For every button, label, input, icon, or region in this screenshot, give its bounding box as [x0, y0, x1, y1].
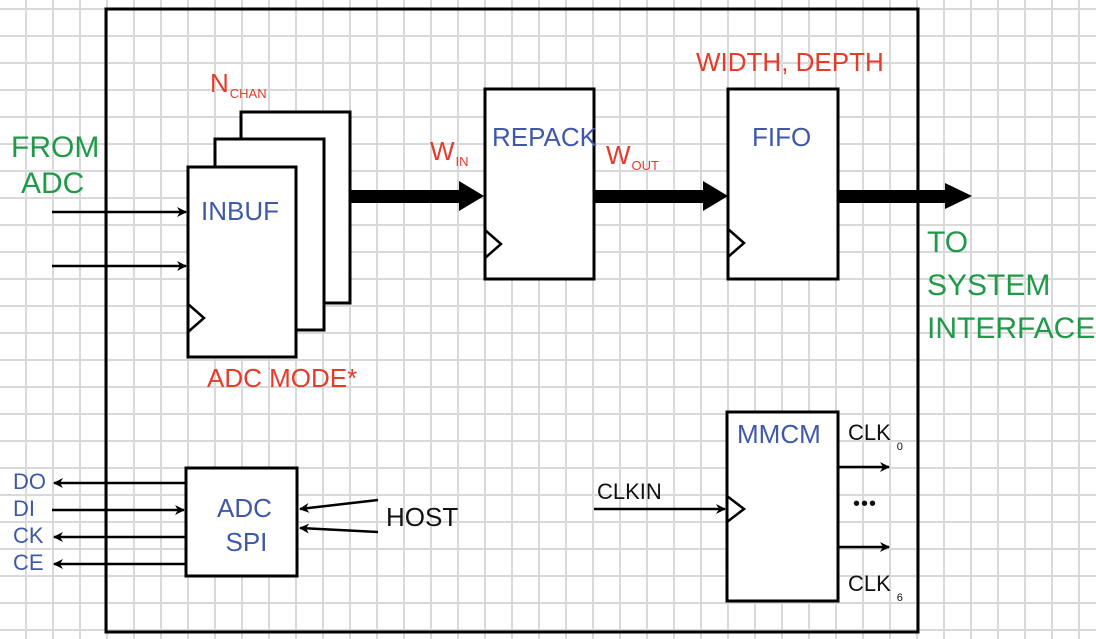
adc-mode-label: ADC MODE* [207, 363, 358, 393]
bus-fifo-to-system [838, 190, 948, 203]
inbuf-clock-input-icon [187, 303, 206, 333]
host-wire-2 [299, 523, 379, 534]
fifo-block[interactable] [726, 87, 840, 281]
clk0-sub: 0 [896, 441, 903, 453]
clk6-main: CLK [848, 571, 891, 596]
adc-spi-line-2: SPI [225, 527, 268, 557]
inbuf-block[interactable] [186, 165, 298, 359]
to-system-line-3: INTERFACE [927, 312, 1096, 345]
pin-do-label: DO [13, 469, 46, 494]
adc-spi-line-1: ADC [217, 493, 272, 523]
from-adc-label: FROM ADC [11, 133, 99, 199]
system-boundary [104, 7, 920, 634]
host-wire-1 [299, 498, 379, 513]
adc-spi-label: ADC SPI [217, 491, 272, 559]
win-param-label: WIN [430, 138, 469, 168]
win-param-main: W [430, 136, 455, 166]
to-system-line-1: TO [927, 226, 969, 259]
fifo-clock-input-icon [727, 228, 746, 258]
clk6-label: CLK 6 [848, 573, 903, 604]
from-adc-line-1: FROM [11, 131, 100, 164]
bus-arrowhead-icon [459, 181, 484, 211]
mmcm-clock-input-icon [726, 495, 747, 523]
mmcm-label: MMCM [737, 419, 821, 449]
nchan-param-main: N [210, 68, 229, 98]
to-system-interface-label: TO SYSTEM INTERFACE [927, 221, 1095, 350]
mmcm-block[interactable] [725, 410, 840, 603]
bus-arrowhead-icon [703, 181, 728, 211]
bus-repack-to-fifo [594, 190, 706, 203]
clk0-main: CLK [848, 420, 891, 445]
adc-spi-block[interactable] [184, 466, 299, 578]
bus-inbuf-to-repack [350, 190, 462, 203]
inbuf-label: INBUF [201, 196, 279, 226]
nchan-param-label: NCHAN [210, 70, 267, 100]
wout-param-label: WOUT [606, 142, 659, 172]
pin-di-label: DI [13, 496, 35, 521]
win-param-sub: IN [455, 154, 469, 169]
clk-ellipsis-icon: ••• [853, 493, 878, 515]
clkin-label: CLKIN [597, 479, 662, 504]
repack-clock-input-icon [484, 229, 503, 259]
wout-param-sub: OUT [631, 158, 659, 173]
to-system-line-2: SYSTEM [927, 269, 1051, 302]
from-adc-line-2: ADC [21, 167, 85, 200]
repack-label: REPACK [492, 122, 597, 152]
clk6-sub: 6 [896, 592, 903, 604]
fifo-label: FIFO [752, 122, 812, 152]
wout-param-main: W [606, 140, 631, 170]
host-label: HOST [386, 502, 459, 532]
pin-ce-label: CE [13, 550, 44, 575]
fifo-params-label: WIDTH, DEPTH [696, 47, 884, 77]
clk0-label: CLK 0 [848, 422, 903, 453]
bus-arrowhead-icon [945, 183, 972, 209]
pin-ck-label: CK [13, 523, 44, 548]
repack-block[interactable] [483, 87, 596, 281]
nchan-param-sub: CHAN [229, 86, 267, 101]
